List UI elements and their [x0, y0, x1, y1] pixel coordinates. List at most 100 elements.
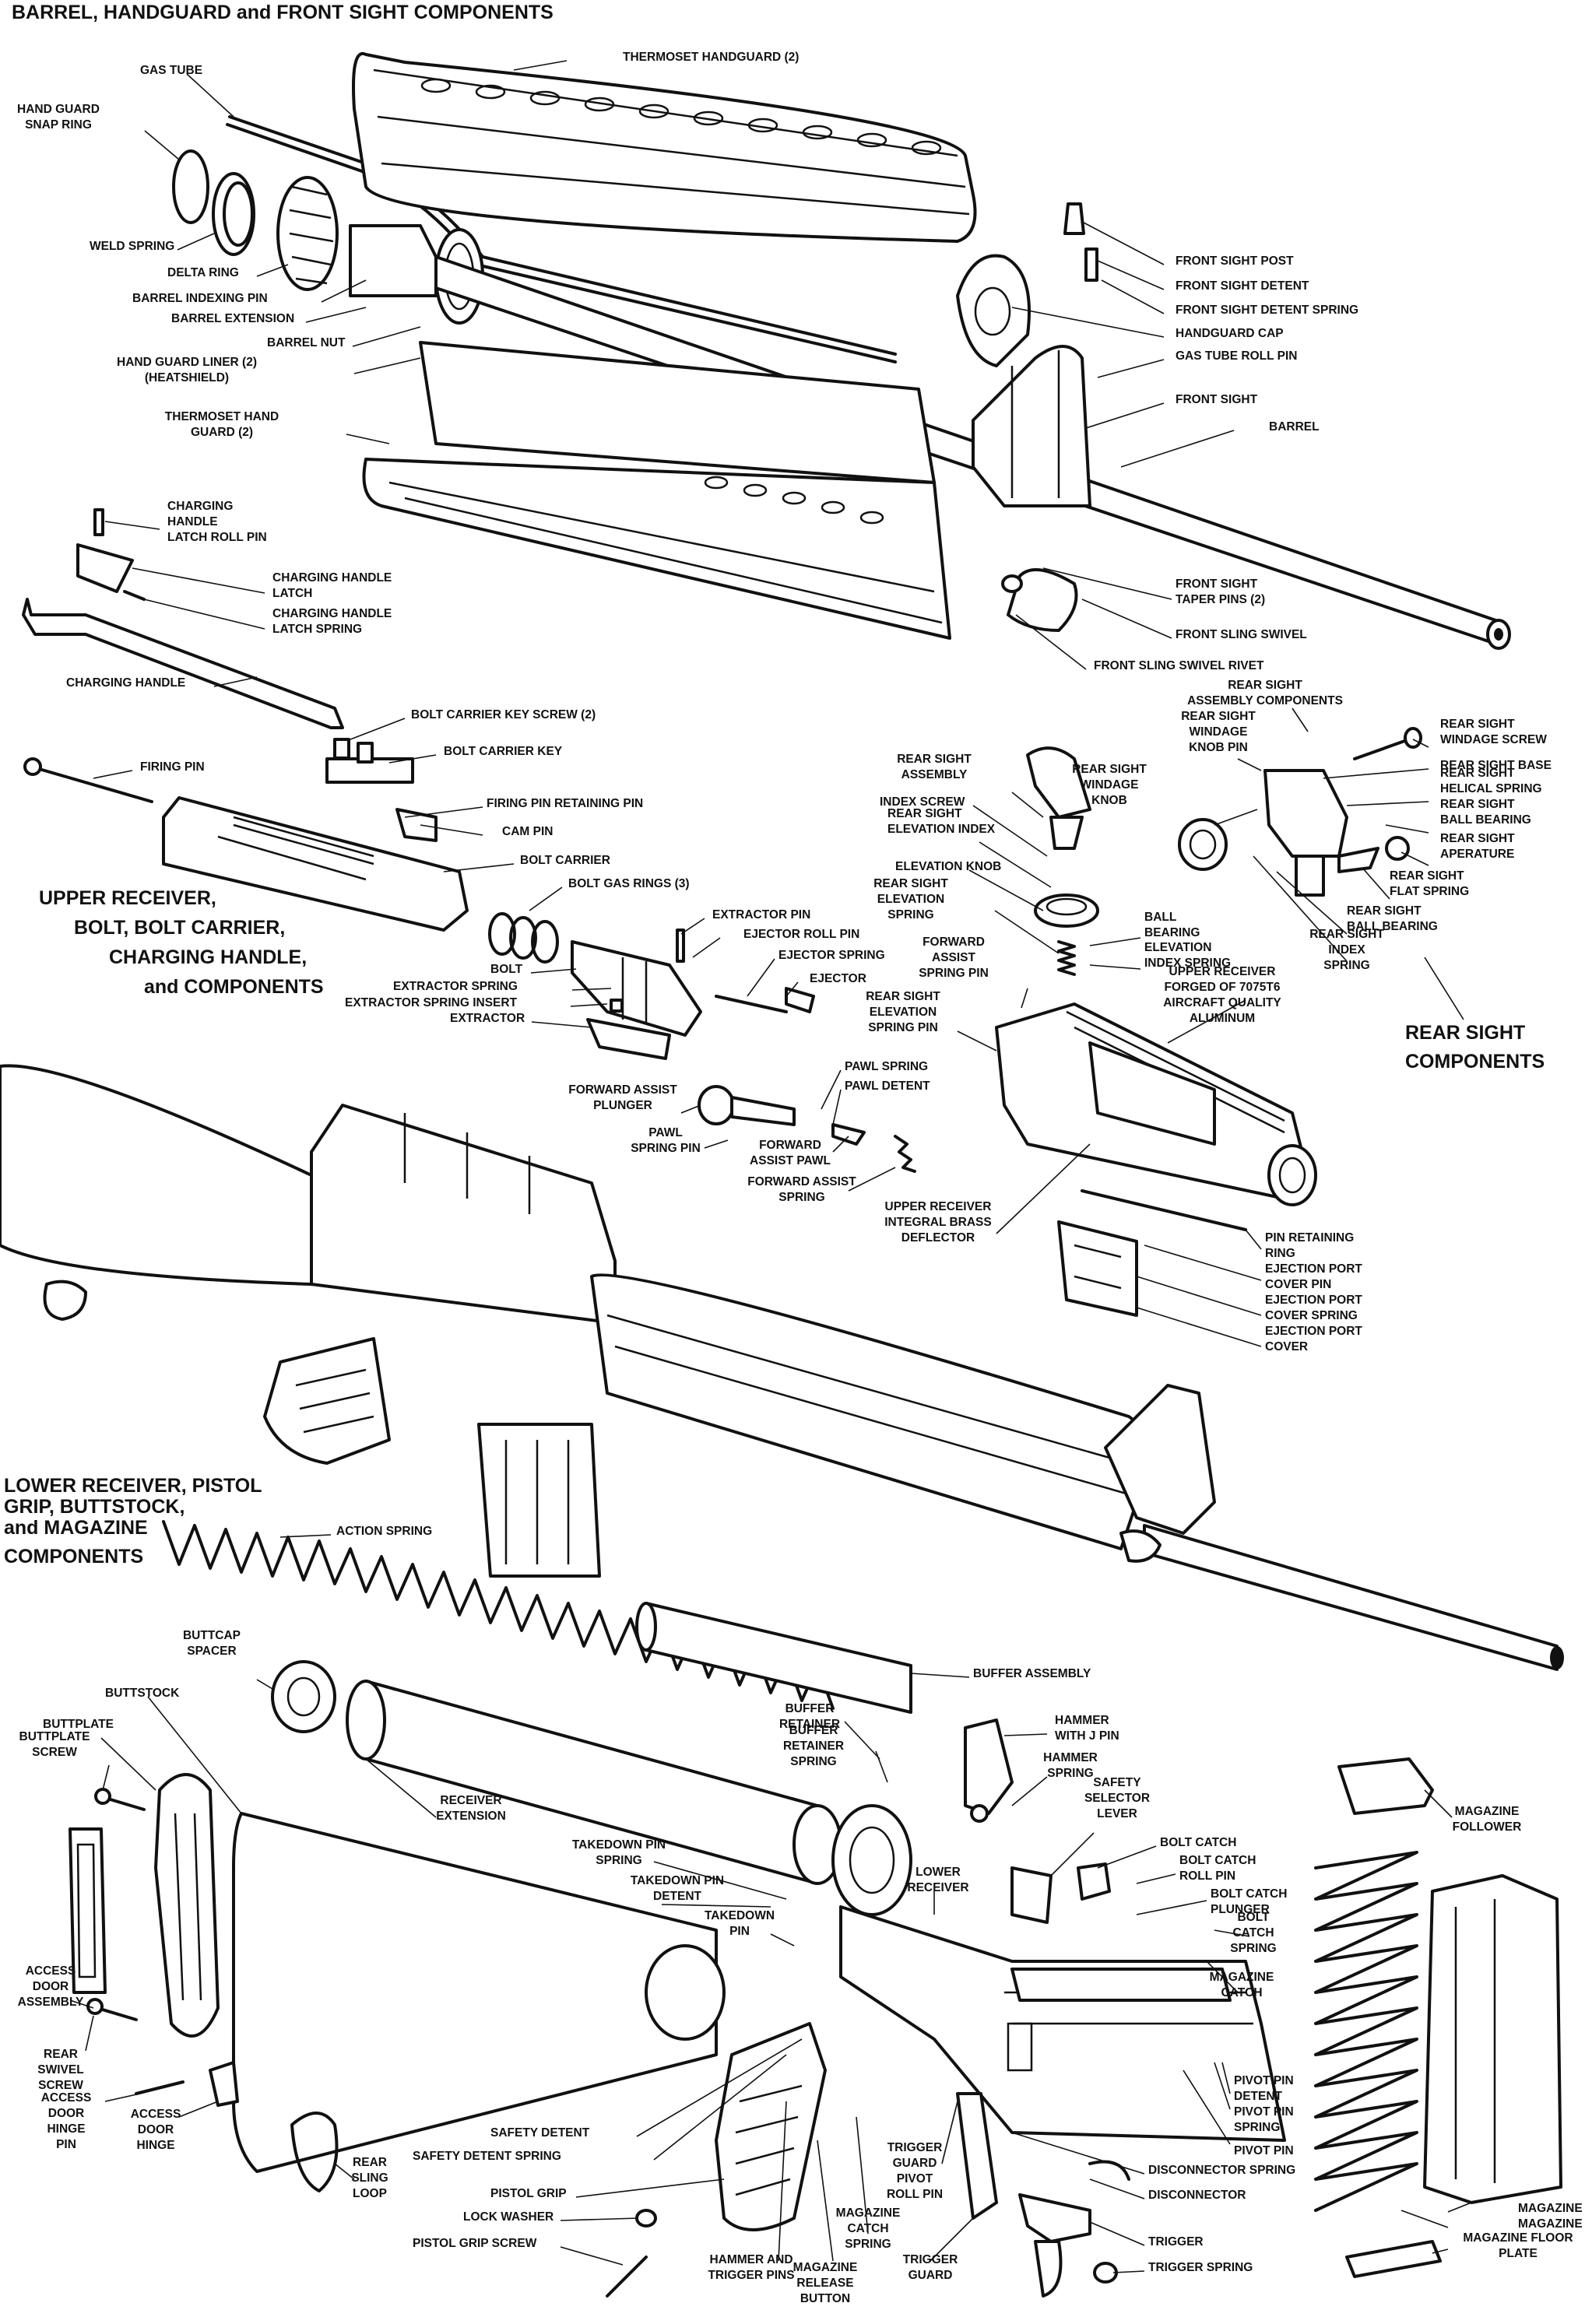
front-sling-swivel-drawing: [1001, 568, 1078, 632]
buttplate-drawing: [154, 1773, 220, 2038]
label-disconnector: DISCONNECTOR: [1148, 2189, 1246, 2202]
label-pivot-pin: PIVOT PIN: [1234, 2144, 1294, 2157]
section-title: COMPONENTS: [1405, 1051, 1545, 1072]
hammer-drawing: [964, 1718, 1014, 1823]
label-extractor-spring-insert: EXTRACTOR SPRING INSERT: [345, 996, 518, 1009]
label-lock-washer: LOCK WASHER: [463, 2210, 554, 2224]
weld-spring-drawing: [212, 172, 255, 256]
delta-ring-drawing: [276, 176, 339, 291]
receiver-extension-drawing: [346, 1680, 842, 1885]
label-front-sight: FRONT SIGHT: [1176, 393, 1258, 406]
label-barrel-indexing-pin: BARREL INDEXING PIN: [132, 292, 268, 305]
label-hand-guard-liner: HAND GUARD LINER (2)(HEATSHIELD): [117, 356, 257, 384]
label-bolt-gas-rings: BOLT GAS RINGS (3): [568, 877, 690, 890]
label-barrel: BARREL: [1269, 420, 1320, 434]
section-title: COMPONENTS: [4, 1546, 143, 1567]
label-buttplate: BUTTPLATE: [43, 1718, 114, 1731]
safety-selector-drawing: [1010, 1862, 1111, 1924]
hand-guard-snap-ring-drawing: [172, 149, 209, 224]
handguard-top-vent-holes: [420, 78, 942, 156]
pistol-grip-drawing: [606, 2022, 827, 2298]
label-magazine-spring: MAGAZINE SPRING: [1518, 2217, 1585, 2231]
barrel-drawing: [434, 255, 1511, 650]
forward-assist-drawing: [698, 1085, 916, 1173]
label-disconnector-spring: DISCONNECTOR SPRING: [1148, 2164, 1295, 2177]
label-firing-pin: FIRING PIN: [140, 760, 205, 774]
access-door-assembly-drawing: [69, 1827, 107, 1994]
label-extractor-spring: EXTRACTOR SPRING: [393, 980, 518, 993]
label-ejector: EJECTOR: [810, 972, 866, 985]
label-bolt-carrier-key-screw: BOLT CARRIER KEY SCREW (2): [411, 708, 596, 721]
label-pawl-spring: PAWL SPRING: [845, 1060, 928, 1073]
buffer-assembly-drawing: [635, 1602, 912, 1714]
ejection-port-cover-drawing: [1057, 1189, 1247, 1317]
label-bolt: BOLT: [490, 963, 523, 976]
upper-receiver-drawing: [995, 1002, 1317, 1206]
label-cam-pin: CAM PIN: [502, 825, 553, 838]
label-extractor: EXTRACTOR: [450, 1012, 525, 1025]
section-title: UPPER RECEIVER,: [39, 887, 216, 909]
label-safety-detent-spring: SAFETY DETENT SPRING: [413, 2150, 561, 2163]
handguard-cap-drawing: [956, 254, 1031, 367]
buttstock-drawing: [232, 1812, 726, 2173]
buttcap-spacer-drawing: [271, 1660, 336, 1733]
magazine-box-drawing: [1423, 1874, 1562, 2204]
section-title: REAR SIGHT: [1405, 1022, 1525, 1044]
lower-receiver-drawing: [831, 1804, 1286, 2142]
magazine-floor-plate-drawing: [1345, 2240, 1442, 2278]
label-trigger-spring: TRIGGER SPRING: [1148, 2261, 1253, 2274]
label-ejector-spring: EJECTOR SPRING: [778, 949, 885, 962]
label-magazine-box: MAGAZINE BOX: [1518, 2202, 1585, 2215]
label-bolt-catch: BOLT CATCH: [1160, 1836, 1236, 1849]
charging-handle-drawing: [22, 508, 344, 729]
rear-sight-assembly-drawing: [1026, 746, 1091, 850]
elevation-spring-drawing: [1057, 940, 1076, 976]
trigger-drawing: [1018, 2160, 1130, 2298]
label-safety-detent: SAFETY DETENT: [490, 2126, 590, 2140]
label-barrel-nut: BARREL NUT: [267, 336, 346, 349]
label-front-sling-swivel-rivet: FRONT SLING SWIVEL RIVET: [1094, 659, 1264, 672]
label-pistol-grip-screw: PISTOL GRIP SCREW: [413, 2237, 537, 2250]
